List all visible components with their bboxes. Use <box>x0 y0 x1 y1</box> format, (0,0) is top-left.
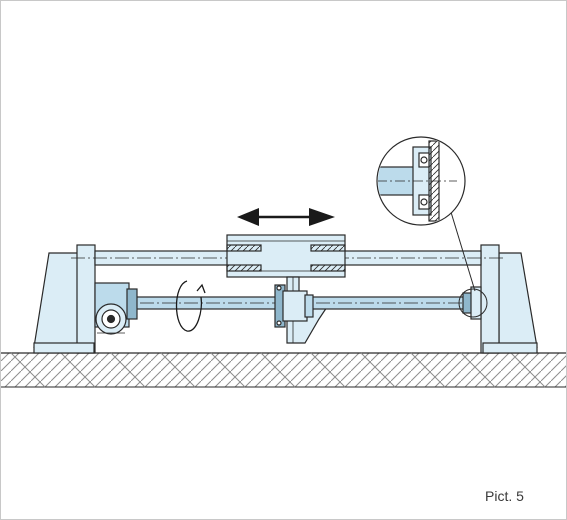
ground-hatching <box>1 352 566 388</box>
rotation-arrow-icon <box>175 280 206 332</box>
right-support-block <box>480 244 538 354</box>
double-headed-arrow-icon <box>237 208 335 226</box>
figure-caption: Pict. 5 <box>485 488 524 504</box>
drive-gearbox <box>94 282 138 335</box>
carriage <box>226 234 346 344</box>
bearing-detail-inset <box>376 136 466 226</box>
left-support-block <box>33 244 96 354</box>
screw-nut <box>274 284 314 328</box>
detail-leader-line <box>446 198 476 292</box>
end-bearing <box>458 286 488 320</box>
